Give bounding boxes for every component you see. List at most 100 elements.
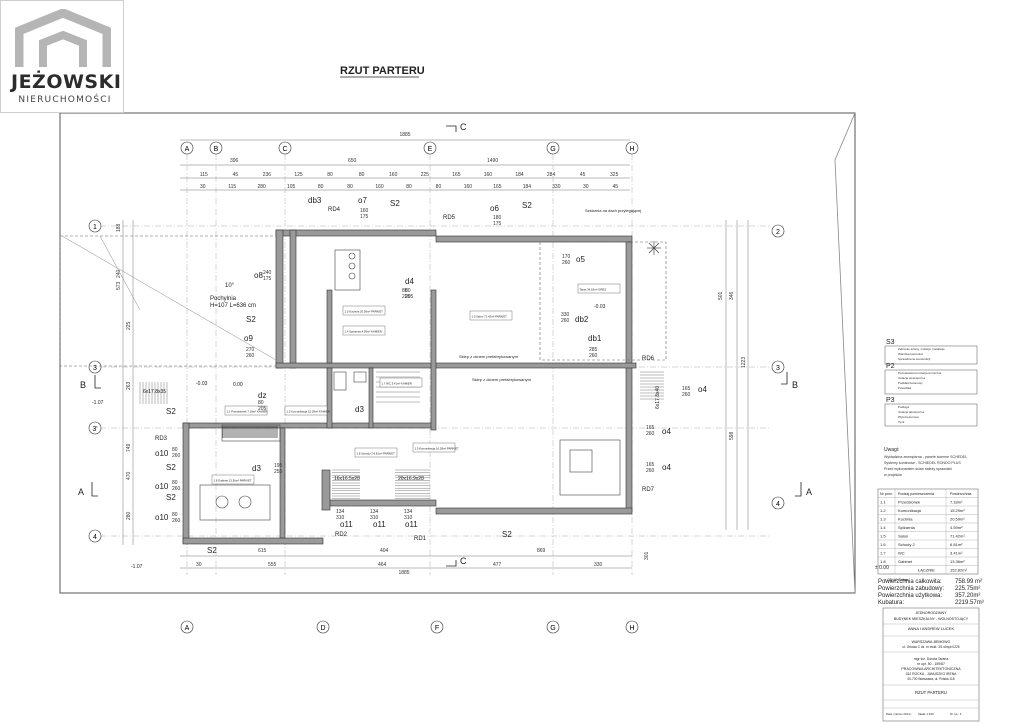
axis-label-left: 3	[93, 365, 97, 372]
window-size-bottom: 260	[172, 453, 181, 459]
window-o9: o9	[244, 334, 253, 343]
title-block-line: mgr inż. Dorota Tarana	[914, 657, 949, 661]
note-line: Systemy kominowe - SCHIEDEL RONDO PLUS	[884, 461, 961, 465]
door-size-top: 80	[258, 400, 264, 406]
stair-dims-1: 16x16.5x28	[334, 476, 360, 482]
door-db2: db2	[575, 315, 589, 324]
window-o4-1: o4	[698, 385, 707, 394]
top-dim: 325	[610, 172, 619, 178]
note-line: w projekcie	[884, 473, 902, 477]
window-size-bottom: 175	[263, 276, 272, 282]
legend-line: Izolacja wewnętrzna	[898, 376, 925, 380]
axis-label-right: 3	[776, 365, 780, 372]
title-block-line: PRACOWNIA ARCHITEKTONICZNA	[901, 667, 961, 671]
right-dim: 301	[644, 551, 650, 560]
ring-beam-rd1: RD1	[414, 536, 427, 542]
window-size-top: 180	[493, 215, 502, 221]
overall-dimension-top: 1885	[399, 132, 410, 138]
desk	[199, 484, 271, 521]
top-dim: 45	[612, 184, 618, 190]
area-label: Powierzchnia zabudowy:	[878, 586, 944, 592]
left-dim: 573	[116, 281, 122, 290]
top-dim: 284	[547, 172, 556, 178]
area-value: 758.99 m²	[955, 579, 982, 585]
window-o10-2: o10	[155, 482, 169, 491]
wall-west-column	[289, 229, 297, 369]
wall-lower-partition	[279, 427, 286, 539]
logo-name: JEŻOWSKI	[11, 71, 122, 93]
area-label: Powierzchnia całkowita:	[878, 579, 942, 585]
axis-label-bottom: A	[185, 625, 190, 632]
bottom-dim: 477	[493, 562, 502, 568]
door-d4: d4	[405, 277, 414, 286]
title-block-line: JEDNORODZINNY	[916, 611, 948, 615]
right-dim: 501	[718, 291, 724, 300]
stair-s2-top: S2	[390, 199, 400, 208]
table-cell: Komunikacja	[898, 508, 922, 513]
room-tag-text: 1.5 Salon 71.42m² PARKIET	[472, 315, 508, 319]
axis-bubble-bottom	[546, 620, 560, 634]
window-o8: o8	[254, 271, 263, 280]
wall-salon-partition	[430, 289, 437, 431]
left-dim: 240	[116, 269, 122, 278]
axis-label-top: G	[550, 146, 555, 153]
door-db1: db1	[588, 334, 602, 343]
wall-mid-horizontal	[275, 362, 637, 369]
table-cell: 1.5	[880, 534, 886, 539]
compass-icon	[647, 241, 661, 255]
axis-bubble-left	[88, 360, 102, 374]
axis-label-top: A	[185, 146, 190, 153]
axis-label-left: 1	[93, 224, 97, 231]
door-size-top: 80	[405, 288, 411, 294]
window-o11-1: o11	[340, 520, 353, 529]
ramp-label: Pochylnia	[210, 296, 237, 302]
axis-label-left: 3'	[92, 426, 97, 433]
bottom-dim: 555	[268, 562, 277, 568]
room-tag-text: 1.6 Schody 2 6.81m² PARKIET	[357, 452, 396, 456]
top-dim: 225	[421, 172, 430, 178]
section-marker-b-right: B	[792, 380, 798, 390]
kitchen-island	[334, 249, 361, 291]
stair-s2-top-right: S2	[522, 201, 532, 210]
door-db3: db3	[308, 196, 322, 205]
table-cell: Gabinet	[898, 559, 913, 564]
legend-s3-title: S3	[886, 339, 895, 346]
stair-s2-west-2: S2	[166, 463, 176, 472]
furniture	[199, 249, 621, 521]
table-cell: Salon	[898, 534, 908, 539]
window-size-bottom: 260	[646, 468, 655, 474]
top-dim: 650	[348, 158, 357, 164]
bottom-dim: 404	[380, 548, 389, 554]
bottom-dim: 30	[196, 562, 202, 568]
table-header: Nr pom.	[880, 492, 893, 496]
room-tag-text: 1.2 Komunikacja 15.29m² KAMIEŃ	[287, 410, 330, 414]
axis-bubble-bottom	[625, 620, 639, 634]
window-size-top: 134	[336, 509, 345, 515]
table-cell: 1.4	[880, 525, 886, 530]
door-size-bottom: 255	[274, 469, 283, 475]
top-dim: 80	[436, 184, 442, 190]
stair-dims-2: 20x16.9x28	[398, 476, 424, 482]
top-dim: 184	[523, 184, 532, 190]
left-dim: 749	[126, 443, 132, 452]
axis-bubble-left	[88, 421, 102, 435]
window-o7: o7	[358, 196, 367, 205]
window-o11-3: o11	[405, 520, 418, 529]
table-cell: 1.6	[880, 542, 886, 547]
table-cell: Schody 2	[898, 542, 915, 547]
ring-beam-rd4: RD4	[328, 207, 341, 213]
window-size-bottom: 260	[646, 431, 655, 437]
top-dim: 115	[200, 172, 208, 178]
window-o10-3: o10	[155, 513, 169, 522]
axis-bubble-top	[423, 141, 437, 155]
wall-left-block	[321, 469, 331, 511]
door-d3-lower: d3	[252, 464, 261, 473]
title-block-line: WARSZAWA-BEMOWO	[912, 640, 951, 644]
ring-beam-rd7: RD7	[642, 487, 655, 493]
